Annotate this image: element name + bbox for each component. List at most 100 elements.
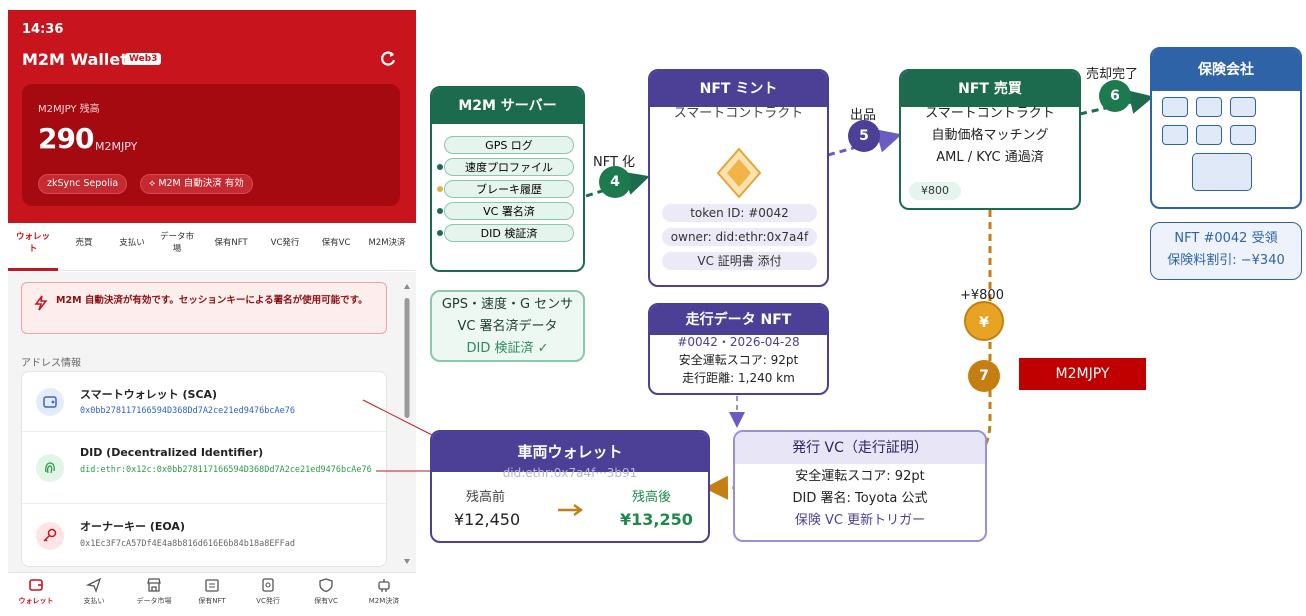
step-5-label: 出品 bbox=[850, 108, 877, 123]
app-title: M2M Wallet bbox=[22, 50, 128, 69]
address-row-did[interactable]: DID (Decentralized Identifier) did:ethr:… bbox=[22, 432, 388, 504]
server-item: DID 検証済 bbox=[444, 224, 574, 242]
building-window bbox=[1196, 97, 1222, 117]
step-7-amount: +¥800 bbox=[960, 288, 1004, 303]
building-window bbox=[1230, 125, 1256, 145]
nft-token-icon bbox=[716, 147, 762, 199]
auto-payment-alert: M2M 自動決済が有効です。セッションキーによる署名が使用可能です。 bbox=[21, 282, 387, 334]
address-row-sca[interactable]: スマートウォレット (SCA) 0x0bb278117166594D368Dd7… bbox=[22, 372, 388, 432]
step-4-label: NFT 化 bbox=[593, 155, 636, 170]
balance-unit: M2MJPY bbox=[95, 140, 138, 153]
building-window bbox=[1230, 97, 1256, 117]
nav-label: M2M決済 bbox=[368, 597, 400, 605]
lightning-icon bbox=[34, 295, 48, 311]
building-door bbox=[1192, 153, 1252, 191]
mint-subtitle: スマートコントラクト bbox=[673, 106, 804, 121]
data-nft-line: 安全運転スコア: 92pt bbox=[678, 353, 799, 367]
status-dot bbox=[437, 186, 443, 192]
insurer-note: NFT #0042 受領 保険料割引: −¥340 bbox=[1150, 222, 1302, 280]
key-icon bbox=[36, 522, 64, 550]
nav-payment[interactable]: 支払い bbox=[70, 577, 118, 606]
nft-sale-box: NFT 売買 スマートコントラクト 自動価格マッチング AML / KYC 通過… bbox=[899, 69, 1081, 210]
active-tab-indicator bbox=[8, 268, 58, 271]
scrollbar[interactable] bbox=[402, 280, 412, 568]
sensor-line: DID 検証済 ✓ bbox=[466, 341, 549, 356]
nav-owned-vc[interactable]: 保有VC bbox=[302, 577, 350, 606]
vc-title: 発行 VC（走行証明） bbox=[735, 432, 985, 464]
fingerprint-icon bbox=[36, 454, 64, 482]
connector-sca-to-vehicle-wallet bbox=[362, 399, 435, 437]
balance-value: 290 bbox=[38, 122, 94, 155]
address-value[interactable]: did:ethr:0x12c:0x0bb278117166594D368Dd7A… bbox=[80, 465, 372, 475]
sale-line: スマートコントラクト bbox=[925, 106, 1055, 121]
mint-field: VC 証明書 添付 bbox=[662, 252, 817, 270]
sale-price: ¥800 bbox=[909, 182, 961, 200]
step-6-badge: 6 bbox=[1099, 80, 1131, 112]
nav-vc-issue[interactable]: VC発行 bbox=[244, 577, 292, 606]
tab-payment[interactable]: 支払い bbox=[119, 238, 145, 248]
refresh-icon[interactable] bbox=[378, 49, 398, 69]
balance-after-label: 残高後 bbox=[632, 490, 672, 505]
tab-wallet[interactable]: ウォレット bbox=[15, 232, 50, 254]
mint-title: NFT ミント bbox=[650, 71, 827, 107]
certificate-icon bbox=[262, 578, 274, 592]
data-nft-line: 走行距離: 1,240 km bbox=[682, 371, 795, 385]
auto-payment-chip-label: M2M 自動決済 有効 bbox=[158, 178, 244, 189]
server-item: VC 署名済 bbox=[444, 202, 574, 220]
tab-data-market[interactable]: データ市場 bbox=[160, 232, 195, 254]
nav-label: データ市場 bbox=[136, 597, 172, 605]
address-section-label: アドレス情報 bbox=[21, 358, 81, 369]
wallet-app-screen: 14:36 M2M Wallet Web3 M2MJPY 残高 290 M2MJ… bbox=[8, 10, 416, 616]
building-window bbox=[1196, 125, 1222, 145]
insurer-title: 保険会社 bbox=[1152, 49, 1300, 91]
address-list: スマートウォレット (SCA) 0x0bb278117166594D368Dd7… bbox=[21, 371, 388, 568]
nav-label: VC発行 bbox=[256, 597, 280, 605]
address-title: オーナーキー (EOA) bbox=[80, 520, 185, 533]
data-nft-box: 走行データ NFT #0042・2026-04-28 安全運転スコア: 92pt… bbox=[648, 303, 829, 395]
server-item: 速度プロファイル bbox=[444, 158, 574, 176]
sensor-data-box: GPS・速度・G センサ VC 署名済データ DID 検証済 ✓ bbox=[430, 290, 585, 362]
insurer-box: 保険会社 bbox=[1150, 47, 1302, 209]
wallet-icon bbox=[29, 579, 43, 591]
building-window bbox=[1162, 125, 1188, 145]
vc-line: 安全運転スコア: 92pt bbox=[795, 469, 925, 484]
nft-icon bbox=[205, 579, 219, 592]
nft-mint-box: NFT ミント スマートコントラクト token ID: #0042 owner… bbox=[648, 69, 829, 287]
wallet-icon bbox=[36, 388, 64, 416]
shield-icon bbox=[319, 578, 333, 593]
address-value[interactable]: 0x1Ec3F7cA57Df4E4a8b816d616E6b84b18a8EFF… bbox=[80, 539, 295, 549]
balance-label: M2MJPY 残高 bbox=[38, 104, 100, 115]
status-dot bbox=[437, 208, 443, 214]
auto-payment-chip: ⟡ M2M 自動決済 有効 bbox=[140, 174, 253, 194]
data-nft-line: #0042・2026-04-28 bbox=[677, 335, 800, 349]
step-7-badge: 7 bbox=[968, 360, 1000, 392]
nav-m2m-payment[interactable]: M2M決済 bbox=[360, 577, 408, 606]
nav-owned-nft[interactable]: 保有NFT bbox=[188, 577, 236, 606]
mint-field: owner: did:ethr:0x7a4f bbox=[662, 228, 817, 246]
nav-label: 保有VC bbox=[314, 597, 338, 605]
web3-badge: Web3 bbox=[125, 53, 162, 65]
tab-vc-issue[interactable]: VC発行 bbox=[270, 238, 300, 248]
arrow-right-icon bbox=[558, 504, 584, 516]
nav-label: ウォレット bbox=[18, 597, 54, 605]
nav-data-market[interactable]: データ市場 bbox=[128, 577, 180, 606]
bottom-nav: ウォレット 支払い データ市場 保有NFT VC発行 保有VC M2M決済 bbox=[8, 572, 416, 616]
address-value[interactable]: 0x0bb278117166594D368Dd7A2ce21ed9476bcAe… bbox=[80, 406, 295, 416]
tab-owned-nft[interactable]: 保有NFT bbox=[214, 238, 248, 248]
server-item: GPS ログ bbox=[444, 136, 574, 154]
nav-wallet[interactable]: ウォレット bbox=[12, 577, 60, 606]
robot-icon bbox=[378, 579, 390, 592]
tab-trade[interactable]: 売買 bbox=[75, 238, 93, 248]
tab-m2m-payment[interactable]: M2M決済 bbox=[368, 238, 406, 248]
address-row-eoa[interactable]: オーナーキー (EOA) 0x1Ec3F7cA57Df4E4a8b816d616… bbox=[22, 504, 388, 568]
store-icon bbox=[147, 578, 161, 592]
m2mjpy-label: M2MJPY bbox=[1019, 358, 1146, 390]
send-icon bbox=[86, 577, 102, 593]
sale-line: 自動価格マッチング bbox=[931, 128, 1049, 143]
status-dot bbox=[437, 230, 443, 236]
tab-owned-vc[interactable]: 保有VC bbox=[321, 238, 351, 248]
vc-line: 保険 VC 更新トリガー bbox=[794, 513, 926, 528]
server-title: M2M サーバー bbox=[432, 88, 583, 124]
vehicle-wallet-did: did:ethr:0x7a4f···3b91 bbox=[502, 466, 638, 480]
vc-line: DID 署名: Toyota 公式 bbox=[792, 491, 928, 506]
